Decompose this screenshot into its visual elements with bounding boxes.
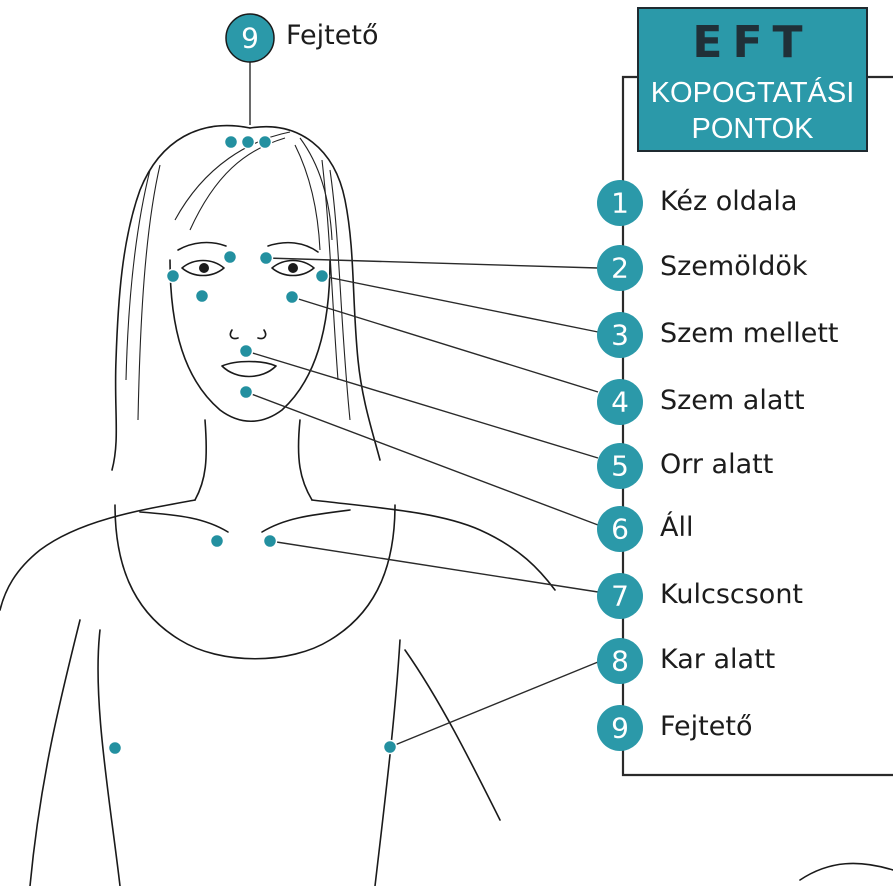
label-point-9: Fejtető (660, 711, 752, 742)
dot-crown-2 (242, 136, 255, 149)
dot-under-nose (240, 345, 253, 358)
label-point-1: Kéz oldala (660, 186, 797, 217)
dot-under-eye-left (196, 290, 209, 303)
badge-8-number: 8 (611, 645, 629, 678)
top-label-text: Fejtető (286, 20, 378, 51)
title-sub-line1: KOPOGTATÁSI (639, 75, 866, 111)
badge-4-number: 4 (611, 386, 629, 419)
dot-underarm-right (384, 741, 397, 754)
dot-collarbone-right (264, 535, 277, 548)
badge-6-number: 6 (611, 513, 629, 546)
badge-9-number: 9 (611, 712, 629, 745)
dot-crown-1 (225, 136, 238, 149)
dot-eyebrow-left (224, 251, 237, 264)
label-point-2: Szemöldök (660, 251, 808, 282)
woman-sketch (0, 126, 893, 886)
badge-7-number: 7 (611, 580, 629, 613)
label-point-4: Szem alatt (660, 385, 805, 416)
dot-chin (240, 386, 253, 399)
dot-crown-3 (259, 136, 272, 149)
dot-under-eye-right (286, 291, 299, 304)
badge-2-number: 2 (611, 252, 629, 285)
badge-5-number: 5 (611, 450, 629, 483)
title-box: EFT KOPOGTATÁSI PONTOK (637, 7, 868, 152)
title-sub-line2: PONTOK (639, 111, 866, 147)
label-point-5: Orr alatt (660, 449, 773, 480)
legend-badges: 1 2 3 4 5 6 7 8 9 (597, 180, 643, 751)
label-point-8: Kar alatt (660, 644, 775, 675)
label-point-7: Kulcscsont (660, 579, 803, 610)
badge-3-number: 3 (611, 319, 629, 352)
title-subtitle: KOPOGTATÁSI PONTOK (639, 75, 866, 147)
title-main: EFT (639, 17, 866, 68)
label-point-3: Szem mellett (660, 318, 839, 349)
dot-collarbone-left (211, 535, 224, 548)
connectors (246, 258, 598, 747)
dot-eye-side-left (167, 270, 180, 283)
dot-eyebrow-right (260, 252, 273, 265)
top-badge-number: 9 (241, 22, 259, 55)
badge-1-number: 1 (611, 187, 629, 220)
dot-eye-side-right (316, 270, 329, 283)
dot-underarm-left (109, 742, 122, 755)
label-point-6: Áll (660, 512, 693, 543)
tapping-dots (109, 136, 397, 755)
